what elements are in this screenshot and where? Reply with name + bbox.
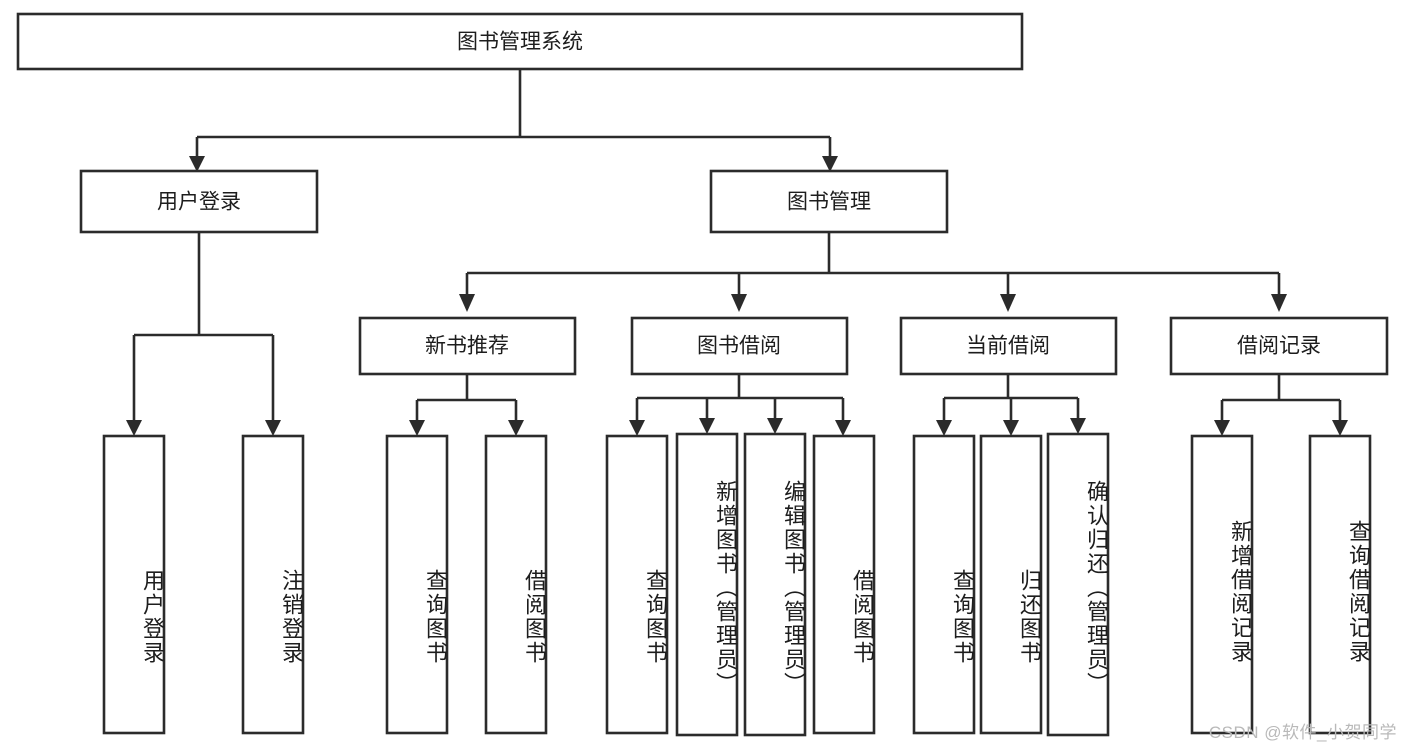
node-leaf-user-login[interactable] — [102, 434, 166, 735]
node-current-borrow-label: 当前借阅 — [966, 335, 1050, 358]
arrowhead-leaf-return-book — [1003, 420, 1019, 436]
node-borrow-record-label: 借阅记录 — [1237, 335, 1321, 358]
arrowhead-leaf-borrow-book-2 — [835, 420, 851, 436]
node-layer: 图书管理系统 用户登录 图书管理 新书推荐 图书借阅 当前借阅 借阅记录 — [16, 12, 1389, 737]
node-leaf-confirm-return[interactable] — [1046, 432, 1110, 737]
arrowhead-leaf-confirm-return — [1070, 418, 1086, 434]
node-leaf-query-record[interactable] — [1308, 434, 1372, 735]
node-leaf-query-book-1[interactable] — [385, 434, 449, 735]
arrowhead-leaf-add-record — [1214, 420, 1230, 436]
csdn-watermark: CSDN @软件_小贺同学 — [1208, 723, 1397, 742]
node-current-borrow[interactable] — [899, 316, 1118, 376]
node-leaf-add-book[interactable] — [675, 432, 739, 737]
arrowhead-current-borrow — [1000, 294, 1016, 312]
arrowhead-leaf-query-record — [1332, 420, 1348, 436]
arrowhead-leaf-edit-book — [767, 418, 783, 434]
node-borrow-record[interactable] — [1169, 316, 1389, 376]
node-new-book-recommend-label: 新书推荐 — [425, 335, 509, 358]
node-user-login-label: 用户登录 — [157, 191, 241, 214]
arrowhead-leaf-query-book-3 — [936, 420, 952, 436]
node-book-borrow[interactable] — [630, 316, 849, 376]
connector-layer — [126, 69, 1348, 436]
arrowhead-new-book-recommend — [459, 294, 475, 312]
arrowhead-leaf-add-book — [699, 418, 715, 434]
arrowhead-user-login — [189, 156, 205, 172]
arrowhead-borrow-record — [1271, 294, 1287, 312]
arrowhead-book-management — [822, 156, 838, 172]
node-leaf-add-record[interactable] — [1190, 434, 1254, 735]
node-new-book-recommend[interactable] — [358, 316, 577, 376]
node-book-management[interactable] — [709, 169, 949, 234]
node-leaf-edit-book[interactable] — [743, 432, 807, 737]
node-user-login[interactable] — [79, 169, 319, 234]
node-root[interactable] — [16, 12, 1024, 71]
arrowhead-book-borrow — [731, 294, 747, 312]
node-leaf-borrow-book-2[interactable] — [812, 434, 876, 735]
node-leaf-query-book-3[interactable] — [912, 434, 976, 735]
node-leaf-logout-login[interactable] — [241, 434, 305, 735]
arrowhead-leaf-query-book-2 — [629, 420, 645, 436]
node-leaf-borrow-book-1[interactable] — [484, 434, 548, 735]
node-root-label: 图书管理系统 — [457, 31, 583, 54]
arrowhead-leaf-borrow-book-1 — [508, 420, 524, 436]
arrowhead-leaf-logout-login — [265, 420, 281, 436]
arrowhead-leaf-query-book-1 — [409, 420, 425, 436]
node-book-management-label: 图书管理 — [787, 191, 871, 214]
arrowhead-leaf-user-login — [126, 420, 142, 436]
node-leaf-return-book[interactable] — [979, 434, 1043, 735]
node-leaf-query-book-2[interactable] — [605, 434, 669, 735]
node-book-borrow-label: 图书借阅 — [697, 335, 781, 358]
